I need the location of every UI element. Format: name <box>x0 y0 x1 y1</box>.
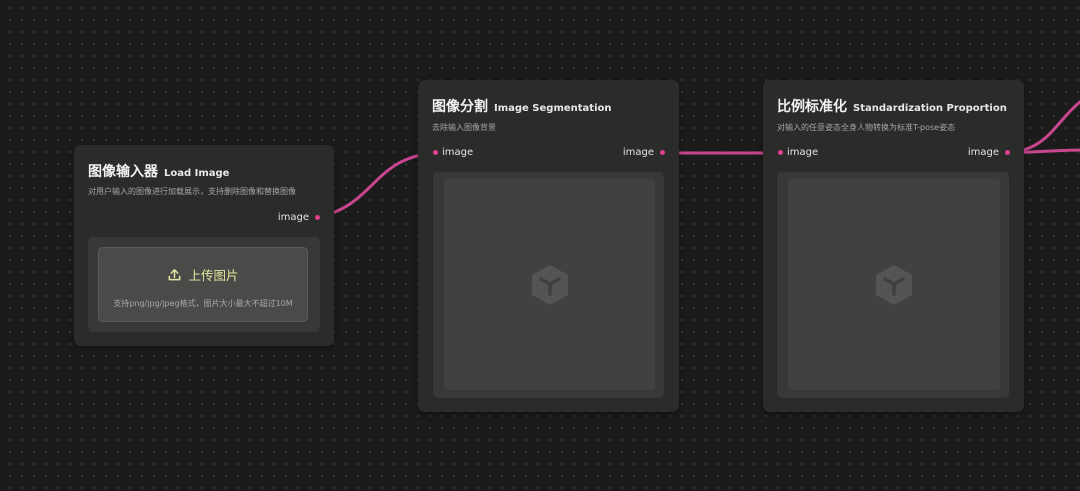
node-title-zh: 图像分割 <box>432 99 488 115</box>
port-label: image <box>277 212 309 223</box>
node-description: 对输入的任意姿态全身人物转换为标准T-pose姿态 <box>777 123 956 132</box>
node-load-image[interactable]: 图像输入器 Load Image 对用户输入的图像进行加载展示，支持删除图像和替换… <box>74 145 334 346</box>
node-title-zh: 图像输入器 <box>88 164 158 180</box>
port-label: image <box>442 147 474 158</box>
port-dot[interactable] <box>1005 150 1010 155</box>
output-port-image[interactable]: image <box>278 212 320 223</box>
port-label: image <box>622 147 654 158</box>
upload-icon <box>169 269 181 281</box>
node-title-en: Image Segmentation <box>494 103 612 114</box>
input-port-image[interactable]: image <box>433 147 473 158</box>
port-dot[interactable] <box>660 150 665 155</box>
node-image-segmentation[interactable]: 图像分割 Image Segmentation 去除输入图像背景 image im… <box>418 80 679 412</box>
upload-label-row: 上传图片 <box>99 265 307 284</box>
preview-placeholder <box>444 179 655 390</box>
image-preview <box>433 172 664 398</box>
node-standardization-proportion[interactable]: 比例标准化 Standardization Proportion 对输入的任意姿态… <box>763 80 1024 412</box>
cube-icon <box>876 264 912 305</box>
node-header: 图像分割 Image Segmentation <box>432 96 665 116</box>
node-title-en: Standardization Proportion <box>853 103 1007 114</box>
node-header: 图像输入器 Load Image <box>88 161 320 181</box>
output-port-image[interactable]: image <box>968 147 1010 158</box>
upload-area: 上传图片 支持png/jpg/jpeg格式，图片大小最大不超过10M <box>88 237 320 332</box>
upload-hint: 支持png/jpg/jpeg格式，图片大小最大不超过10M <box>113 299 293 308</box>
image-preview <box>777 172 1009 398</box>
port-dot[interactable] <box>778 150 783 155</box>
node-header: 比例标准化 Standardization Proportion <box>777 96 1010 116</box>
node-description: 去除输入图像背景 <box>432 123 496 132</box>
output-port-image[interactable]: image <box>623 147 665 158</box>
input-port-image[interactable]: image <box>778 147 818 158</box>
node-description: 对用户输入的图像进行加载展示，支持删除图像和替换图像 <box>88 187 296 196</box>
port-dot[interactable] <box>315 215 320 220</box>
port-label: image <box>967 147 999 158</box>
preview-placeholder <box>788 179 1000 390</box>
upload-button[interactable]: 上传图片 支持png/jpg/jpeg格式，图片大小最大不超过10M <box>98 247 308 322</box>
port-dot[interactable] <box>433 150 438 155</box>
node-title-en: Load Image <box>164 168 230 179</box>
upload-label: 上传图片 <box>188 268 239 283</box>
cube-icon <box>531 264 568 305</box>
node-title-zh: 比例标准化 <box>777 99 847 115</box>
port-label: image <box>787 147 819 158</box>
